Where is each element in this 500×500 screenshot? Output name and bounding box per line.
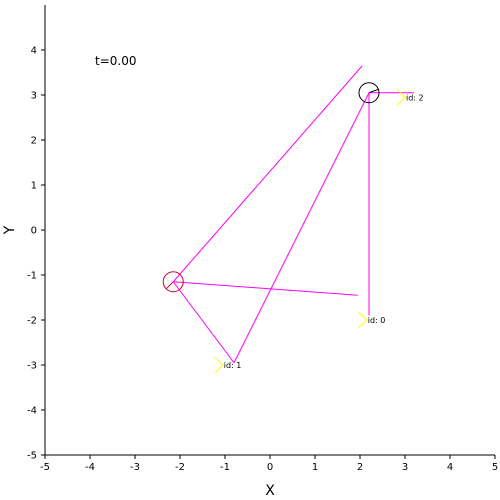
x-tick-label: -1: [220, 462, 230, 473]
x-axis-label: X: [265, 483, 275, 499]
link-segment: [173, 281, 358, 296]
landmark-marker: [396, 88, 406, 98]
y-tick-label: 1: [31, 181, 37, 192]
x-tick-label: 5: [492, 462, 498, 473]
landmark-marker: [396, 96, 406, 106]
landmark-id-label: id: 2: [406, 93, 424, 102]
time-annotation: t=0.00: [95, 54, 136, 68]
y-tick-label: -1: [27, 271, 37, 282]
robot-heading: [165, 281, 174, 290]
y-tick-label: -5: [27, 451, 37, 462]
x-tick-label: 3: [402, 462, 408, 473]
landmark-marker: [214, 364, 224, 374]
link-segment: [172, 65, 363, 283]
robot-heading: [368, 88, 379, 94]
x-tick-label: -5: [40, 462, 50, 473]
y-tick-label: 0: [31, 226, 37, 237]
x-tick-label: 4: [447, 462, 453, 473]
y-tick-label: -4: [27, 406, 37, 417]
robot-circle: [162, 271, 184, 293]
y-tick-label: 4: [31, 46, 37, 57]
landmark-marker: [358, 311, 368, 321]
x-tick-label: -4: [85, 462, 95, 473]
y-tick-label: -2: [27, 316, 37, 327]
link-segment: [172, 281, 235, 364]
y-tick-label: 3: [31, 91, 37, 102]
landmark-id-label: id: 1: [224, 361, 242, 370]
link-segment: [233, 92, 370, 363]
landmark-id-label: id: 0: [368, 316, 386, 325]
x-tick-label: 1: [312, 462, 318, 473]
y-tick-label: -3: [27, 361, 37, 372]
landmark-marker: [358, 319, 368, 329]
y-tick-label: 2: [31, 136, 37, 147]
y-axis-label: Y: [2, 225, 18, 235]
x-tick-label: 2: [357, 462, 363, 473]
x-tick-label: -3: [130, 462, 140, 473]
landmark-marker: [214, 356, 224, 366]
robot-circle: [358, 82, 380, 104]
x-tick-label: -2: [175, 462, 185, 473]
x-tick-label: 0: [267, 462, 273, 473]
